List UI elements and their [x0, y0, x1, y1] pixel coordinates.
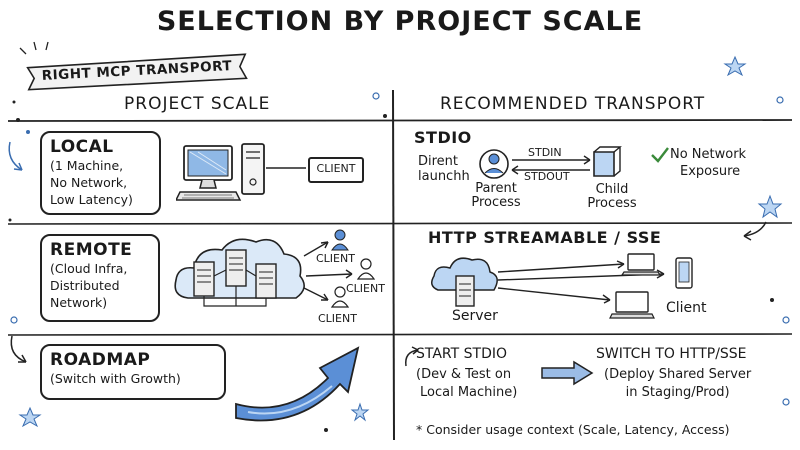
stdin-label: STDIN: [528, 146, 562, 159]
roadmap-title: ROADMAP: [50, 350, 151, 370]
http-diagram: [431, 253, 693, 319]
local-desc-3: Low Latency): [50, 192, 133, 207]
laptop-icon: [620, 253, 662, 276]
laptop-icon: [609, 291, 655, 319]
remote-box: REMOTE (Cloud Infra, Distributed Network…: [40, 234, 160, 322]
stdio-diagram: [479, 146, 622, 179]
star-icon: [18, 406, 42, 428]
parent-label-1: Parent: [475, 181, 517, 196]
banner-ribbon-icon: [26, 53, 248, 91]
local-desc-1: (1 Machine,: [50, 158, 124, 173]
start-stdio-desc: (Dev & Test on Local Machine): [416, 366, 517, 402]
remote-desc-2: Distributed: [50, 278, 120, 293]
page-title: SELECTION BY PROJECT SCALE: [156, 6, 644, 37]
local-desc-2: No Network,: [50, 175, 128, 190]
row-divider: [7, 222, 793, 225]
remote-client-label-1: CLIENT: [316, 252, 355, 265]
start-stdio-title: START STDIO: [416, 346, 508, 362]
start-desc-1: (Dev & Test on: [416, 367, 512, 382]
switch-http-title: SWITCH TO HTTP/SSE: [596, 346, 747, 362]
phone-icon: [675, 257, 693, 289]
switch-http-desc: (Deploy Shared Server in Staging/Prod): [604, 366, 751, 402]
child-label-2: Process: [587, 196, 637, 211]
desktop-computer-icon: [176, 143, 306, 201]
stdio-launch: Dirent launchh: [418, 154, 470, 184]
child-label-1: Child: [595, 182, 629, 197]
stdio-title: STDIO: [414, 128, 472, 147]
no-network-label-1: No Network: [670, 147, 747, 162]
remote-desc-1: (Cloud Infra,: [50, 261, 128, 276]
http-sse-title: HTTP STREAMABLE / SSE: [428, 228, 662, 247]
star-icon: [723, 55, 747, 77]
server-icon: [455, 275, 475, 307]
row-divider: [7, 333, 793, 336]
stdio-launch-2: launchh: [418, 169, 470, 184]
transport-banner: RIGHT MCP TRANSPORT: [25, 52, 248, 92]
remote-title: REMOTE: [50, 240, 133, 260]
footnote: * Consider usage context (Scale, Latency…: [416, 422, 730, 437]
star-icon: [757, 194, 783, 219]
local-box: LOCAL (1 Machine, No Network, Low Latenc…: [40, 131, 161, 215]
cloud-icon: [431, 257, 498, 291]
local-title: LOCAL: [50, 137, 114, 157]
column-header-recommended-transport: RECOMMENDED TRANSPORT: [440, 94, 706, 114]
column-divider: [392, 89, 395, 441]
remote-client-label-3: CLIENT: [318, 312, 357, 325]
star-icon: [350, 402, 370, 422]
remote-client-label-2: CLIENT: [346, 282, 385, 295]
no-network-label-2: Exposure: [680, 164, 741, 179]
local-client-label: CLIENT: [316, 162, 356, 175]
switch-arrow-icon: [541, 360, 594, 386]
remote-desc-3: Network): [50, 295, 108, 310]
cloud-servers-icon: [174, 229, 376, 308]
child-process-label: Child Process: [582, 183, 642, 211]
client-person-icon: [330, 286, 350, 308]
server-label: Server: [452, 308, 498, 324]
column-header-project-scale: PROJECT SCALE: [124, 94, 271, 114]
local-client-box: CLIENT: [308, 157, 364, 183]
stdout-label: STDOUT: [524, 170, 570, 183]
check-icon: [651, 147, 669, 163]
parent-label-2: Process: [471, 195, 521, 210]
no-network-exposure: No Network Exposure: [670, 146, 746, 180]
stdio-launch-1: Dirent: [418, 154, 459, 169]
header-divider: [7, 119, 793, 122]
client-label: Client: [666, 300, 707, 316]
growth-arrow-icon: [235, 346, 360, 422]
switch-desc-2: in Staging/Prod): [625, 385, 730, 400]
client-person-icon: [356, 258, 376, 280]
client-person-icon: [331, 229, 349, 251]
roadmap-box: ROADMAP (Switch with Growth): [40, 344, 226, 400]
parent-process-label: Parent Process: [468, 182, 524, 210]
start-desc-2: Local Machine): [420, 385, 518, 400]
switch-desc-1: (Deploy Shared Server: [604, 367, 752, 382]
curl-arrow-icon: [405, 346, 419, 367]
roadmap-desc: (Switch with Growth): [50, 371, 181, 386]
